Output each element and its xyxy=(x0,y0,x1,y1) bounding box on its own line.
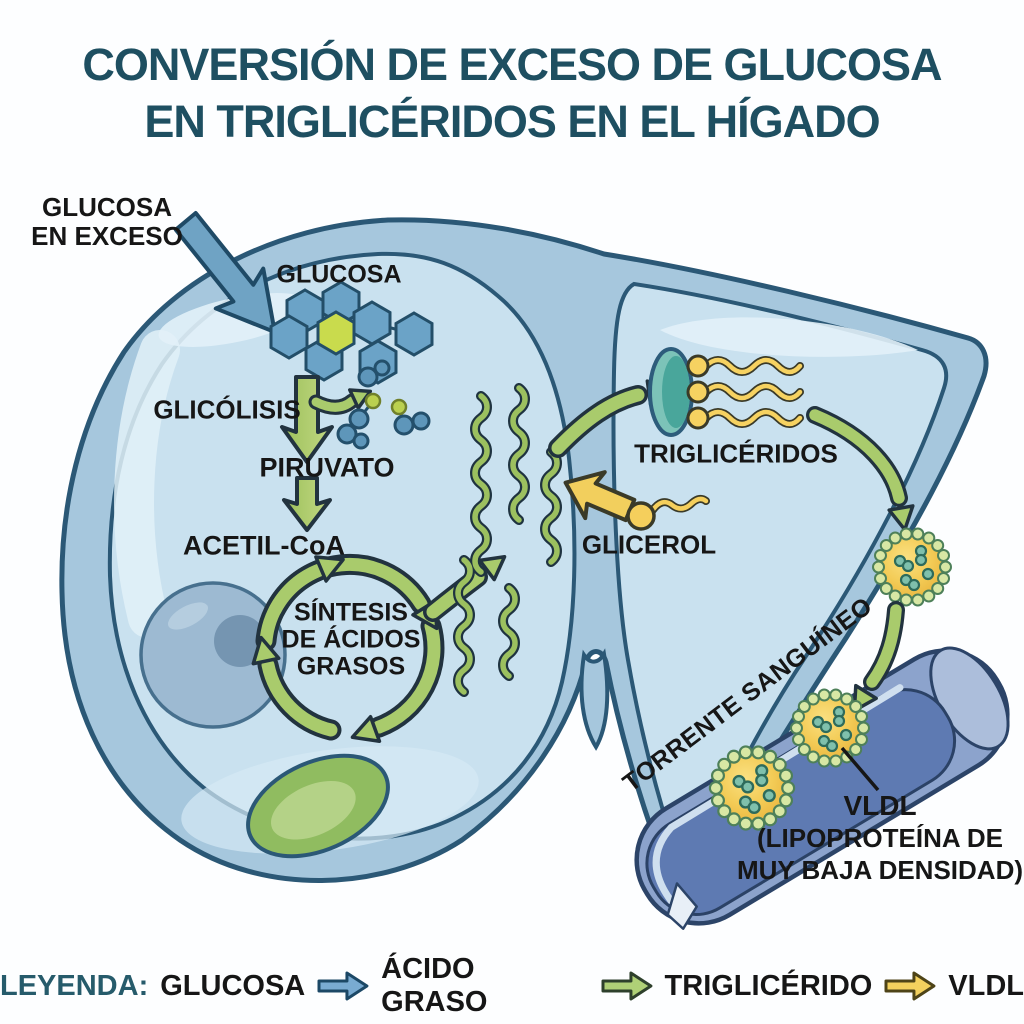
gallbladder xyxy=(246,753,390,859)
triglyceride-arrow-icon xyxy=(884,971,936,1001)
label-glycerol: GLICEROL xyxy=(581,529,717,560)
vldl-particle-in-vessel-2 xyxy=(789,688,871,768)
triglyceride-molecule xyxy=(648,347,804,437)
legend-item-vldl: VLDL xyxy=(948,969,1024,1002)
portal-vein-cross-section xyxy=(139,581,287,729)
vldl-particle-free xyxy=(871,527,953,607)
label-glycolysis: GLICÓLISIS xyxy=(153,394,301,425)
diagram-title-line2: EN TRIGLICÉRIDOS EN EL HÍGADO xyxy=(144,96,880,147)
diagram-title: CONVERSIÓN DE EXCESO DE GLUCOSA EN TRIGL… xyxy=(0,36,1024,150)
label-glucose-excess: GLUCOSA EN EXCESO xyxy=(31,192,183,251)
label-fatty-acid-synthesis: SÍNTESIS DE ÁCIDOS GRASOS xyxy=(281,598,421,681)
label-vldl: VLDL (LIPOPROTEÍNA DE MUY BAJA DENSIDAD) xyxy=(736,790,1024,885)
label-glucose: GLUCOSA xyxy=(276,260,402,289)
legend-item-glucosa: GLUCOSA xyxy=(160,969,306,1002)
fatty-acid-chains xyxy=(453,383,562,697)
glycerol-molecule xyxy=(626,494,710,531)
glycolysis-branch-arrow xyxy=(308,388,373,415)
pyruvate-intermediates-cluster xyxy=(336,359,431,450)
label-triglycerides: TRIGLICÉRIDOS xyxy=(634,438,838,469)
vldl-export-arrow xyxy=(806,406,915,532)
vldl-pointer-line xyxy=(840,746,880,792)
glycerol-arrow xyxy=(563,470,637,523)
fatty-acid-synthesis-cycle xyxy=(251,553,445,743)
diagram-title-line1: CONVERSIÓN DE EXCESO DE GLUCOSA xyxy=(82,39,942,90)
blood-vessel xyxy=(634,646,1010,930)
legend: LEYENDA: GLUCOSA ÁCIDO GRASO TRIGLICÉRID… xyxy=(0,953,1024,1019)
legend-item-triglicerido: TRIGLICÉRIDO xyxy=(664,969,873,1002)
glucose-arrow-icon xyxy=(317,971,369,1001)
glucose-excess-arrow xyxy=(173,211,277,335)
glucose-hexagon-highlight xyxy=(316,310,356,356)
label-acetyl-coa: ACETIL-CoA xyxy=(183,530,345,561)
liver-bottom-spike xyxy=(579,648,610,751)
glycolysis-arrow xyxy=(280,375,334,464)
legend-title: LEYENDA: xyxy=(0,969,149,1002)
legend-item-acido-graso: ÁCIDO GRASO xyxy=(381,953,488,1018)
pyruvate-arrow xyxy=(282,476,332,532)
fatty-acid-arrow-icon xyxy=(601,971,653,1001)
label-pyruvate: PIRUVATO xyxy=(259,452,395,483)
